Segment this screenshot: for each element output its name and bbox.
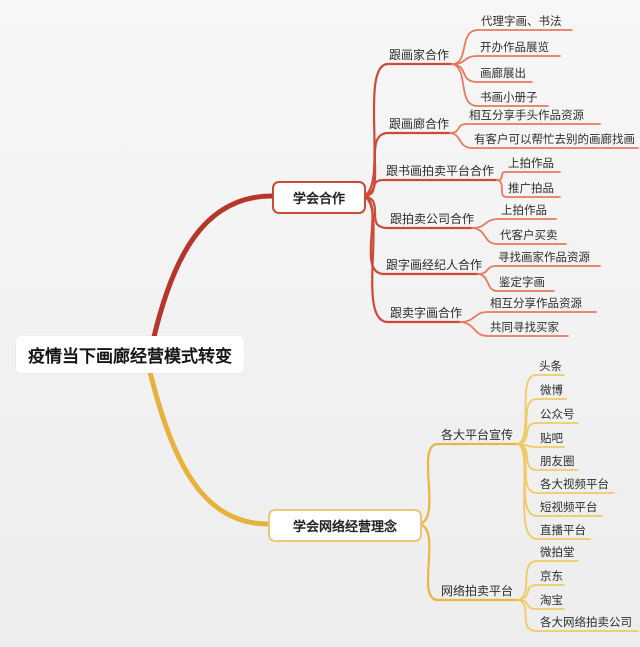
branch2-leaf-lines [517, 374, 639, 632]
branch-node-cooperation: 学会合作 [272, 181, 366, 214]
leaf-node: 直播平台 [540, 523, 586, 537]
leaf-node: 鉴定字画 [499, 275, 545, 289]
leaf-node: 微博 [540, 383, 563, 397]
leaf-node: 微拍堂 [540, 545, 575, 559]
topic-node: 网络拍卖平台 [441, 584, 514, 598]
trunk-branch2 [147, 369, 271, 527]
leaf-node: 画廊展出 [480, 66, 526, 80]
leaf-node: 各大网络拍卖公司 [540, 615, 632, 629]
leaf-node: 开办作品展览 [480, 40, 549, 54]
leaf-node: 代客户买卖 [500, 228, 558, 242]
leaf-node: 淘宝 [540, 593, 563, 607]
leaf-node: 代理字画、书法 [481, 14, 562, 28]
leaf-node: 公众号 [540, 407, 575, 421]
leaf-node: 共同寻找买家 [490, 320, 559, 334]
leaf-node: 头条 [539, 359, 562, 373]
topic-node: 跟卖字画合作 [390, 306, 463, 320]
root-node: 疫情当下画廊经营模式转变 [16, 336, 244, 373]
topic-node: 跟画家合作 [389, 48, 450, 62]
leaf-node: 京东 [540, 569, 563, 583]
leaf-node: 相互分享手头作品资源 [469, 108, 584, 122]
leaf-node: 相互分享作品资源 [490, 296, 582, 310]
topic-node: 跟拍卖公司合作 [390, 212, 475, 226]
leaf-node: 上拍作品 [508, 156, 554, 170]
branch1-topic-lines [360, 62, 499, 324]
leaf-node: 推广拍品 [508, 181, 554, 195]
leaf-node: 有客户可以帮忙去别的画廊找画 [474, 132, 635, 146]
branch2-topic-lines [416, 442, 520, 602]
trunk-lines [147, 193, 275, 527]
leaf-node: 寻找画家作品资源 [498, 250, 590, 264]
branch-node-online-business: 学会网络经营理念 [268, 509, 422, 542]
trunk-branch1 [150, 193, 275, 344]
topic-node: 跟画廊合作 [389, 117, 450, 131]
leaf-node: 朋友圈 [540, 454, 575, 468]
topic-node: 跟书画拍卖平台合作 [386, 164, 495, 178]
leaf-node: 短视频平台 [540, 500, 598, 514]
branch1-leaf-lines [449, 29, 639, 337]
topic-node: 跟字画经纪人合作 [386, 258, 483, 272]
leaf-node: 上拍作品 [501, 203, 547, 217]
topic-node: 各大平台宣传 [441, 428, 514, 442]
leaf-node: 各大视频平台 [540, 477, 609, 491]
leaf-node: 贴吧 [540, 431, 563, 445]
leaf-node: 书画小册子 [480, 90, 538, 104]
